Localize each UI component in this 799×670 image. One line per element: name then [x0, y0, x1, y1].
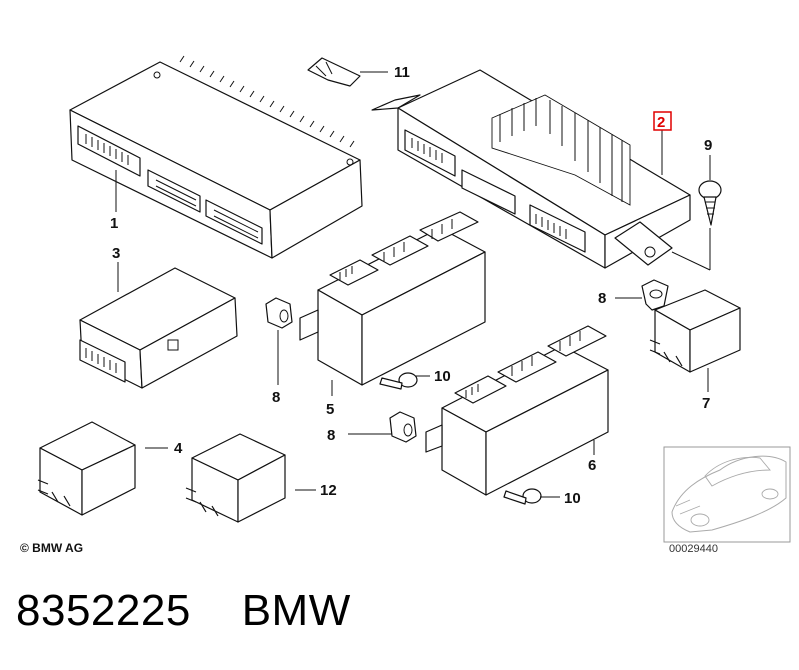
control-unit-2: [371, 69, 691, 269]
callout-8a: 8: [272, 389, 280, 406]
screw-10a: [379, 372, 418, 390]
callout-8c: 8: [598, 290, 606, 307]
callout-10b: 10: [564, 490, 581, 507]
callout-4: 4: [174, 440, 183, 457]
nut-8b: [389, 411, 417, 443]
part-number-caption: 8352225 BMW: [16, 586, 351, 635]
screw-axis-line-2: [671, 251, 711, 271]
callout-8b: 8: [327, 427, 335, 444]
screw-10b: [503, 488, 542, 505]
callout-6: 6: [588, 457, 596, 474]
nut-8c: [641, 279, 669, 311]
control-unit-3: [79, 267, 238, 389]
control-unit-5: [299, 211, 486, 386]
callout-10a: 10: [434, 368, 451, 385]
control-unit-6: [425, 325, 609, 496]
diagram-reference-code: 00029440: [669, 543, 718, 555]
callout-12: 12: [320, 482, 337, 499]
relay-7: [649, 289, 741, 373]
relay-12: [185, 433, 286, 523]
callout-2: 2: [657, 114, 665, 131]
callout-5: 5: [326, 401, 334, 418]
callout-1: 1: [110, 215, 118, 232]
control-unit-1: [69, 55, 363, 259]
relay-4: [37, 421, 136, 516]
highlight-box: [653, 111, 672, 131]
nut-8a: [265, 297, 293, 329]
clip-11: [307, 57, 361, 87]
callout-9: 9: [704, 137, 712, 154]
copyright-notice: © BMW AG: [20, 541, 84, 555]
callout-11: 11: [394, 64, 410, 81]
callout-3: 3: [112, 245, 120, 262]
screw-9: [698, 180, 722, 226]
callout-7: 7: [702, 395, 710, 412]
vehicle-locator-inset: [663, 446, 791, 543]
